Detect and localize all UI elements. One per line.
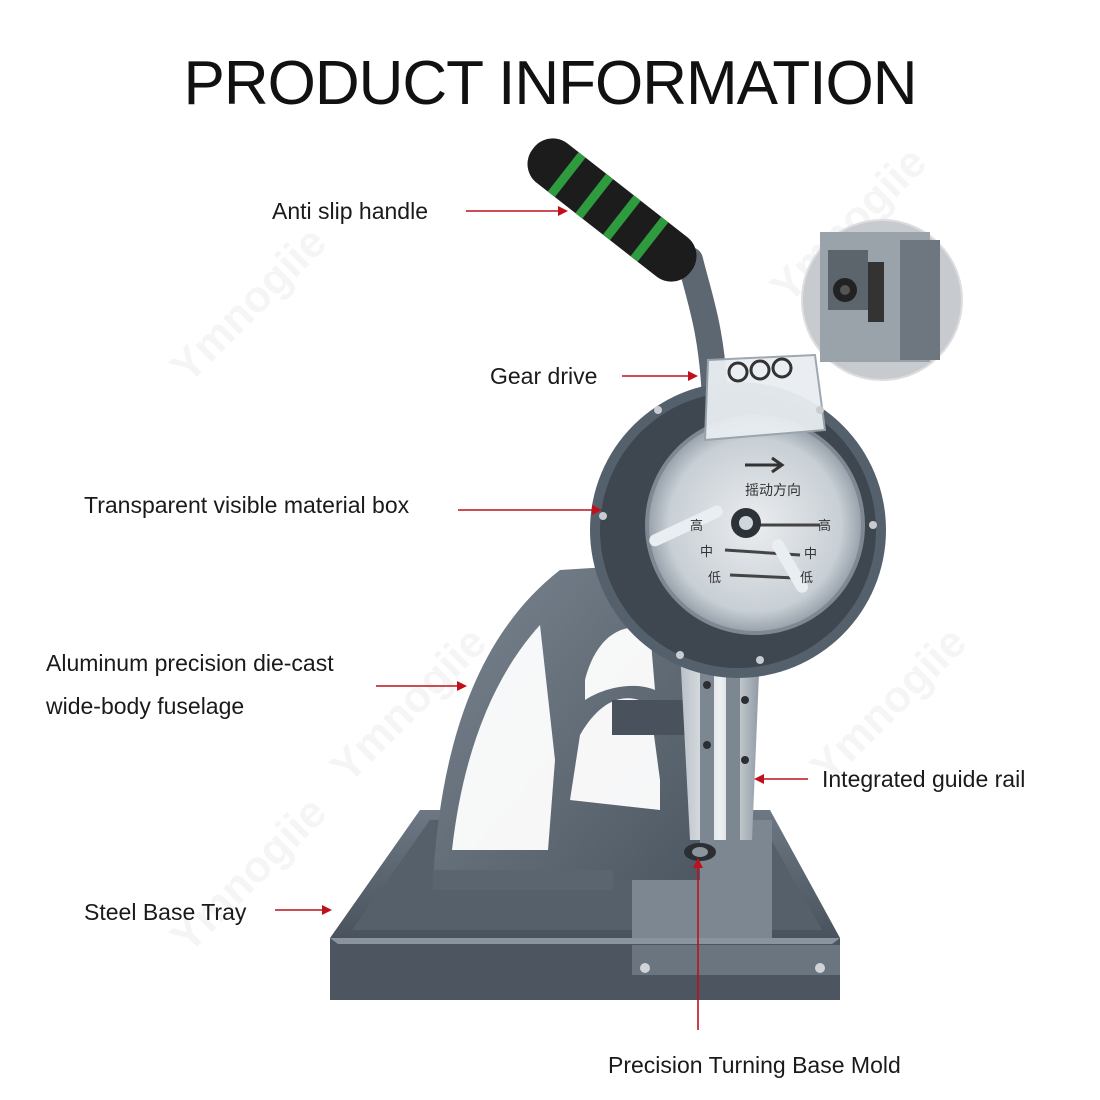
label-fuselage-line1: Aluminum precision die-cast <box>46 650 334 676</box>
label-material-box: Transparent visible material box <box>84 492 410 518</box>
box-high-left: 高 <box>690 518 703 534</box>
aluminum-fuselage <box>433 565 700 890</box>
page-title: PRODUCT INFORMATION <box>183 49 917 118</box>
callout-arrows <box>275 206 808 1030</box>
label-anti-slip-handle: Anti slip handle <box>272 198 428 224</box>
integrated-guide-rail <box>680 650 760 861</box>
box-low-left: 低 <box>708 571 721 586</box>
label-fuselage-line2: wide-body fuselage <box>46 692 245 719</box>
label-fuselage: Aluminum precision die-cast wide-body fu… <box>46 642 406 727</box>
label-base-tray: Steel Base Tray <box>84 899 247 925</box>
box-mid-left: 中 <box>700 545 713 560</box>
box-mid-right: 中 <box>804 547 817 562</box>
box-high-right: 高 <box>818 518 831 534</box>
label-gear-drive: Gear drive <box>490 363 598 389</box>
material-box <box>590 353 886 678</box>
label-base-mold: Precision Turning Base Mold <box>608 1052 901 1078</box>
box-low-right: 低 <box>800 571 813 586</box>
label-guide-rail: Integrated guide rail <box>822 766 1026 792</box>
box-direction-marking: 摇动方向 <box>745 483 801 499</box>
detail-inset <box>801 219 963 381</box>
